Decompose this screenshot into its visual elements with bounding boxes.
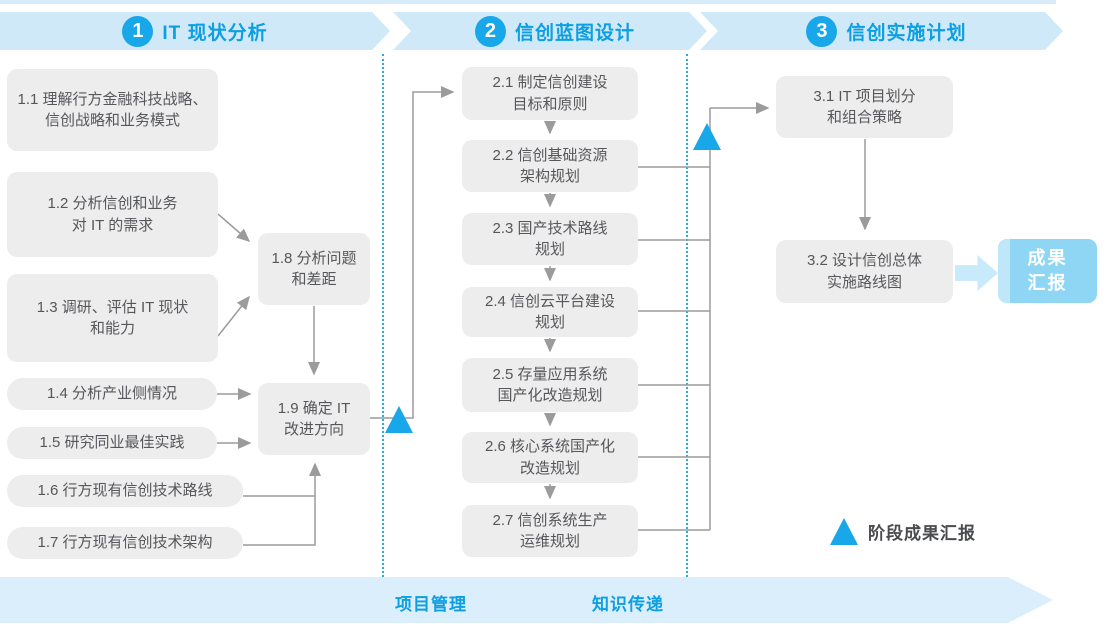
top-edge-strip [0,0,1056,4]
phase-3-header: 3 信创实施计划 [700,12,1063,50]
phase-2-number-badge: 2 [475,16,506,47]
task-box-1-9: 1.9 确定 IT 改进方向 [258,383,370,455]
milestone-triangle-icon [830,518,858,545]
deliverable-arrow-icon [955,255,998,291]
task-box-2-1: 2.1 制定信创建设 目标和原则 [462,67,638,120]
phase-1-title: IT 现状分析 [162,22,268,44]
milestone-legend: 阶段成果汇报 [830,518,976,545]
task-box-2-2: 2.2 信创基础资源 架构规划 [462,140,638,192]
final-report-box: 成果 汇报 [998,239,1097,303]
task-box-1-8: 1.8 分析问题 和差距 [258,233,370,305]
task-box-2-6: 2.6 核心系统国产化 改造规划 [462,432,638,483]
phase-2-title: 信创蓝图设计 [514,22,635,44]
phase-1-number-badge: 1 [122,16,153,47]
task-box-3-1: 3.1 IT 项目划分 和组合策略 [776,76,953,138]
milestone-legend-label: 阶段成果汇报 [868,524,976,543]
task-box-2-5: 2.5 存量应用系统 国产化改造规划 [462,358,638,412]
milestone-triangle-icon [693,123,721,150]
workstream-label-knowledge-transfer: 知识传递 [592,595,664,614]
phase-divider-2-dotted-line [686,54,688,577]
task-box-1-7: 1.7 行方现有信创技术架构 [7,527,243,559]
task-box-1-6: 1.6 行方现有信创技术路线 [7,475,243,507]
task-box-1-1: 1.1 理解行方金融科技战略、 信创战略和业务模式 [7,69,218,151]
task-box-3-2: 3.2 设计信创总体 实施路线图 [776,240,953,303]
task-box-2-7: 2.7 信创系统生产 运维规划 [462,505,638,557]
phase-2-header: 2 信创蓝图设计 [393,12,707,50]
phase-1-header: 1 IT 现状分析 [0,12,390,50]
task-box-1-3: 1.3 调研、评估 IT 现状 和能力 [7,274,218,362]
phase-3-number-badge: 3 [806,16,837,47]
report-box-highlight-strip [998,239,1010,303]
final-report-label: 成果 汇报 [1027,247,1068,293]
phase-divider-1-dotted-line [382,54,384,577]
workstream-label-project-management: 项目管理 [395,595,467,614]
task-box-2-4: 2.4 信创云平台建设 规划 [462,287,638,337]
task-box-1-5: 1.5 研究同业最佳实践 [7,427,217,459]
milestone-triangle-icon [385,406,413,433]
workstream-band [0,577,1053,623]
task-box-1-2: 1.2 分析信创和业务 对 IT 的需求 [7,172,218,257]
task-box-2-3: 2.3 国产技术路线 规划 [462,213,638,265]
task-box-1-4: 1.4 分析产业侧情况 [7,378,217,410]
phase-3-title: 信创实施计划 [846,22,967,44]
